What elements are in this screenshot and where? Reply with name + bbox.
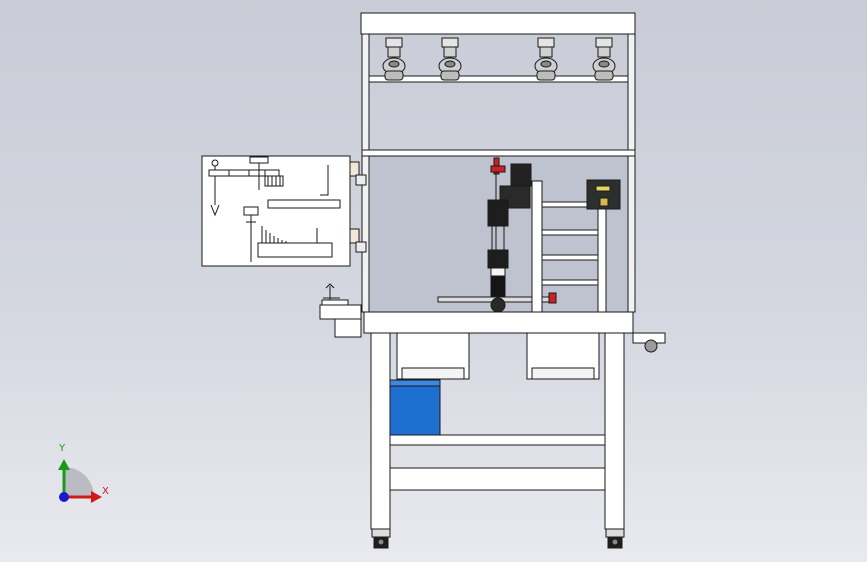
- side-knob: [644, 339, 658, 353]
- top-cap: [360, 12, 636, 35]
- light-rail: [368, 75, 629, 83]
- tower-post-right: [597, 201, 607, 313]
- storage-tower-post: [531, 180, 543, 313]
- lamp-1: [382, 37, 406, 81]
- lamp-3: [534, 37, 558, 81]
- hinge-lower-mount: [355, 241, 367, 253]
- side-tray: [319, 304, 362, 320]
- caster-right: [605, 528, 625, 549]
- rail-knob: [490, 297, 506, 313]
- lower-rail-upper: [389, 434, 606, 446]
- worktop: [363, 311, 634, 334]
- hinge-upper-mount: [355, 174, 367, 186]
- bench-vise: [321, 283, 349, 306]
- rail-stop-red: [548, 292, 557, 304]
- upright-right-upper: [627, 33, 636, 157]
- middle-shelf: [361, 149, 636, 157]
- triad-y-arrow: [58, 459, 70, 470]
- leg-left: [370, 332, 391, 530]
- drawer-right-inner: [531, 367, 595, 380]
- control-box: [586, 179, 621, 210]
- drill-press: [487, 157, 532, 299]
- side-tray-bracket: [334, 318, 362, 338]
- upright-left-upper: [361, 33, 370, 157]
- blue-bin: [389, 379, 441, 436]
- caster-left: [371, 528, 391, 549]
- triad-x-label: X: [102, 486, 109, 497]
- tower-shelf-4: [541, 279, 601, 286]
- tower-shelf-2: [541, 229, 601, 236]
- lamp-4: [592, 37, 616, 81]
- triad-quarter-disc: [64, 467, 94, 497]
- blue-bin-rim: [389, 379, 441, 387]
- tower-shelf-3: [541, 254, 601, 261]
- triad-x-arrow: [91, 491, 102, 503]
- drawer-left-inner: [401, 367, 465, 380]
- lamp-2: [438, 37, 462, 81]
- upright-right-mid: [627, 155, 636, 313]
- pegboard-tools: [208, 156, 341, 262]
- lower-rail-lower: [389, 467, 606, 491]
- triad-y-label: Y: [59, 443, 66, 454]
- coordinate-triad: [58, 459, 102, 503]
- leg-right: [604, 332, 625, 530]
- triad-z-origin: [59, 492, 69, 502]
